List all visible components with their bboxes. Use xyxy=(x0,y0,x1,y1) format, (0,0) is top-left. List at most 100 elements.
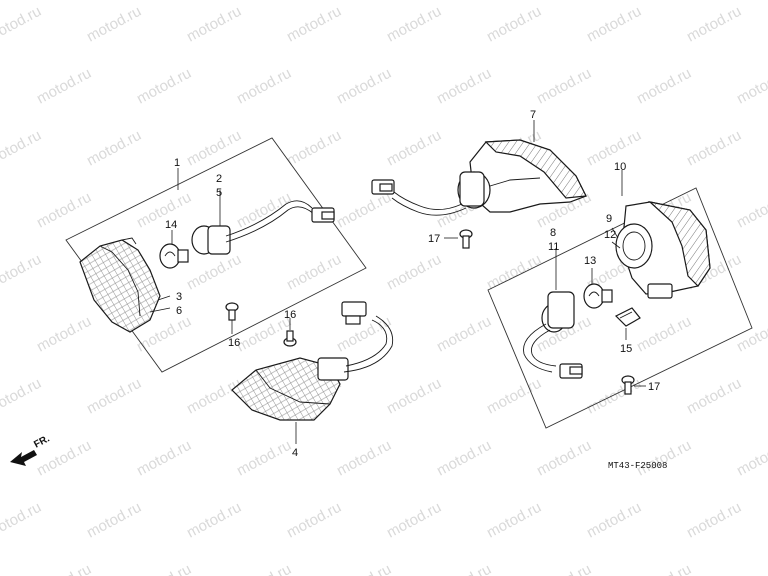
callout-13: 13 xyxy=(584,255,596,267)
watermark-text: motod.ru xyxy=(0,375,44,418)
watermark-text: motod.ru xyxy=(684,3,744,46)
watermark-text: motod.ru xyxy=(34,561,94,576)
watermark-text: motod.ru xyxy=(634,65,694,108)
watermark-text: motod.ru xyxy=(384,127,444,170)
watermark-text: motod.ru xyxy=(734,561,768,576)
watermark-text: motod.ru xyxy=(734,189,768,232)
watermark-text: motod.ru xyxy=(434,313,494,356)
watermark-text: motod.ru xyxy=(634,313,694,356)
watermark-text: motod.ru xyxy=(0,3,44,46)
watermark-text: motod.ru xyxy=(734,65,768,108)
bulb-13 xyxy=(583,283,613,309)
watermark-text: motod.ru xyxy=(134,65,194,108)
watermark-text: motod.ru xyxy=(334,189,394,232)
watermark-text: motod.ru xyxy=(184,127,244,170)
watermark-text: motod.ru xyxy=(284,499,344,542)
callout-17-upper: 17 xyxy=(428,233,440,245)
callout-11: 11 xyxy=(548,241,559,253)
callout-2: 2 xyxy=(216,173,222,185)
watermark-text: motod.ru xyxy=(584,499,644,542)
watermark-text: motod.ru xyxy=(434,437,494,480)
screw-16-center xyxy=(283,318,297,347)
watermark-text: motod.ru xyxy=(84,127,144,170)
watermark-text: motod.ru xyxy=(634,437,694,480)
watermark-text: motod.ru xyxy=(384,499,444,542)
rear-winker-7 xyxy=(371,139,587,216)
front-arrow-icon xyxy=(10,450,37,466)
watermark-text: motod.ru xyxy=(634,561,694,576)
watermark-text: motod.ru xyxy=(0,499,44,542)
watermark-text: motod.ru xyxy=(134,437,194,480)
front-lens-left xyxy=(79,237,161,333)
watermark-text: motod.ru xyxy=(584,375,644,418)
callout-10: 10 xyxy=(614,161,626,173)
watermark-text: motod.ru xyxy=(184,251,244,294)
callout-5: 5 xyxy=(216,187,222,199)
watermark-text: motod.ru xyxy=(84,499,144,542)
watermark-text: motod.ru xyxy=(0,251,44,294)
front-winker-assembly-4 xyxy=(231,301,394,421)
diagram-code: MT43-F25008 xyxy=(608,461,667,471)
watermark-text: motod.ru xyxy=(0,127,44,170)
clip-15 xyxy=(614,307,641,340)
screw-17-lower xyxy=(621,375,646,395)
watermark-text: motod.ru xyxy=(684,499,744,542)
callout-1: 1 xyxy=(174,157,180,169)
watermark-text: motod.ru xyxy=(284,251,344,294)
screw-16-left xyxy=(225,302,239,334)
watermark-text: motod.ru xyxy=(484,375,544,418)
watermark-text: motod.ru xyxy=(284,3,344,46)
watermark-text: motod.ru xyxy=(584,3,644,46)
callout-3: 3 xyxy=(176,291,182,303)
watermark-text: motod.ru xyxy=(234,561,294,576)
watermark-text: motod.ru xyxy=(484,3,544,46)
callout-7: 7 xyxy=(530,109,536,121)
rear-winker-housing-10 xyxy=(615,200,711,299)
socket-harness-left xyxy=(191,200,335,255)
watermark-text: motod.ru xyxy=(434,65,494,108)
watermark-text: motod.ru xyxy=(334,561,394,576)
watermark-text: motod.ru xyxy=(384,251,444,294)
socket-harness-right xyxy=(523,291,583,379)
watermark-text: motod.ru xyxy=(334,65,394,108)
callout-12: 12 xyxy=(604,229,616,241)
watermark-text: motod.ru xyxy=(84,375,144,418)
callout-6: 6 xyxy=(176,305,182,317)
watermark-text: motod.ru xyxy=(184,375,244,418)
watermark-text: motod.ru xyxy=(84,3,144,46)
watermark-text: motod.ru xyxy=(34,313,94,356)
watermark-text: motod.ru xyxy=(334,313,394,356)
callout-9: 9 xyxy=(606,213,612,225)
watermark-text: motod.ru xyxy=(234,437,294,480)
watermark-text: motod.ru xyxy=(234,65,294,108)
callout-4: 4 xyxy=(292,447,298,459)
watermark-text: motod.ru xyxy=(234,189,294,232)
watermark-text: motod.ru xyxy=(534,65,594,108)
watermark-text: motod.ru xyxy=(134,561,194,576)
front-label: FR. xyxy=(32,433,52,450)
screw-17-upper xyxy=(444,229,473,249)
watermark-text: motod.ru xyxy=(184,499,244,542)
callout-15: 15 xyxy=(620,343,632,355)
watermark-text: motod.ru xyxy=(34,65,94,108)
watermark-text: motod.ru xyxy=(684,127,744,170)
watermark-text: motod.ru xyxy=(434,561,494,576)
watermark-text: motod.ru xyxy=(534,437,594,480)
watermark-text: motod.ru xyxy=(484,499,544,542)
callout-16-center: 16 xyxy=(284,309,296,321)
callout-14: 14 xyxy=(165,219,177,231)
watermark-text: motod.ru xyxy=(384,3,444,46)
callout-8: 8 xyxy=(550,227,556,239)
watermark-text: motod.ru xyxy=(684,375,744,418)
watermark-text: motod.ru xyxy=(534,561,594,576)
watermark-text: motod.ru xyxy=(734,437,768,480)
bulb-14 xyxy=(159,243,189,269)
watermark-text: motod.ru xyxy=(334,437,394,480)
watermark-text: motod.ru xyxy=(34,189,94,232)
callout-16-left: 16 xyxy=(228,337,240,349)
callout-17-lower: 17 xyxy=(648,381,660,393)
watermark-text: motod.ru xyxy=(384,375,444,418)
watermark-text: motod.ru xyxy=(284,127,344,170)
watermark-text: motod.ru xyxy=(184,3,244,46)
